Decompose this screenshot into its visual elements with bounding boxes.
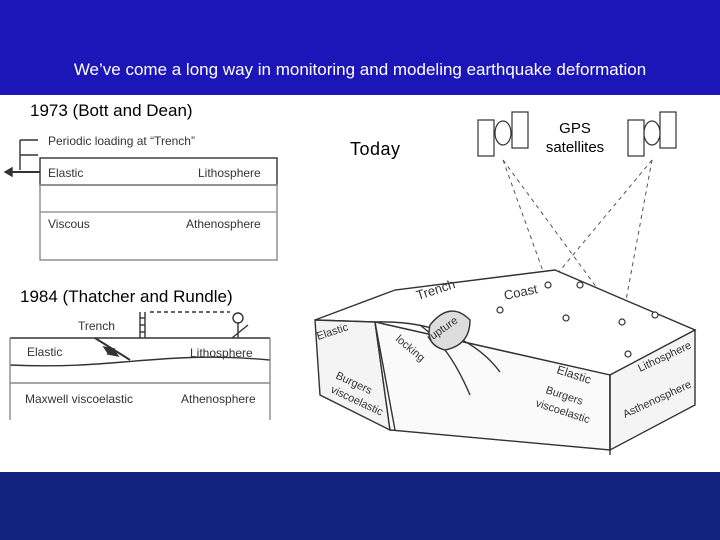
label-1973: 1973 (Bott and Dean) — [30, 101, 193, 120]
gps-label-line1: GPS — [559, 120, 591, 137]
gps-label: GPS satellites — [535, 119, 615, 157]
label-1984: 1984 (Thatcher and Rundle) — [20, 287, 233, 306]
gps-satellite-right-icon — [627, 111, 677, 157]
gps-station-markers — [496, 281, 659, 358]
lithosphere-1984-label: Lithosphere — [190, 346, 253, 360]
gps-signal-lines — [502, 159, 653, 323]
elastic-label: Elastic — [48, 166, 83, 180]
lithosphere-label: Lithosphere — [198, 166, 261, 180]
elastic-1984-label: Elastic — [27, 345, 62, 359]
label-today: Today — [350, 139, 401, 159]
slide-title: We’ve come a long way in monitoring and … — [73, 60, 647, 79]
viscous-label: Viscous — [48, 217, 90, 231]
coast-label: Coast — [503, 281, 540, 303]
gps-label-line2: satellites — [545, 139, 605, 156]
model-1984-diagram — [9, 311, 271, 420]
athenosphere-label: Athenosphere — [186, 217, 261, 231]
gps-satellite-left-icon — [477, 111, 529, 157]
trench-1984-label: Trench — [78, 319, 115, 333]
title-bar — [0, 0, 720, 95]
model-today-diagram — [314, 269, 697, 455]
footer-bar — [0, 472, 720, 540]
maxwell-label: Maxwell viscoelastic — [25, 392, 133, 406]
athenosphere-1984-label: Athenosphere — [181, 392, 256, 406]
loading-label: Periodic loading at “Trench” — [48, 134, 195, 148]
